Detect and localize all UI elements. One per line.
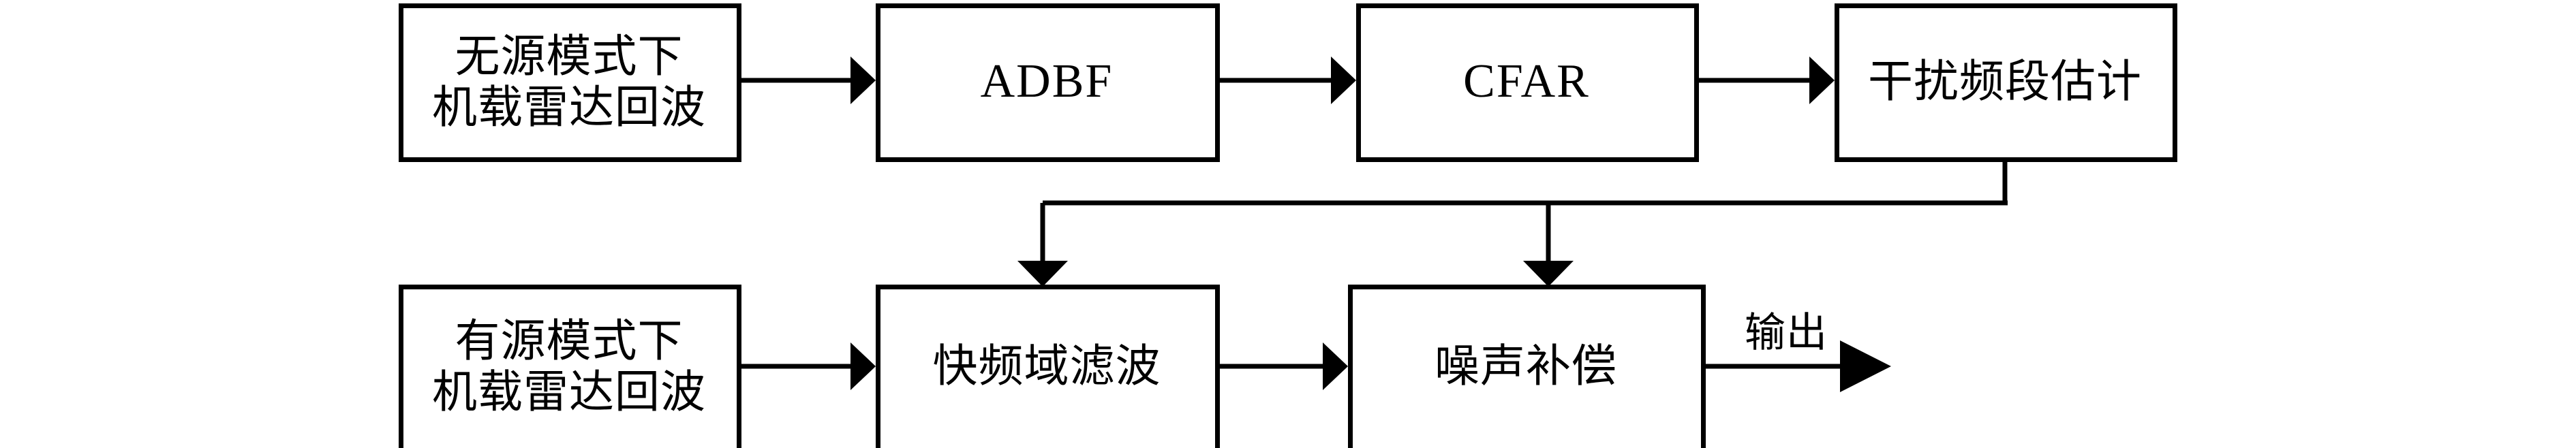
node-box-fast-frequency-domain-filtering[interactable] — [876, 285, 1220, 448]
output-label: 输出 — [1745, 309, 1828, 357]
arrowhead-cfar-to-jamming-band-estimation — [1809, 57, 1835, 104]
arrowhead-bus-to-noise-compensation — [1523, 261, 1574, 287]
node-box-cfar[interactable] — [1356, 3, 1699, 162]
node-box-active-mode-echo[interactable] — [399, 285, 741, 448]
arrowhead-active-echo-to-fast-frequency-filter — [850, 342, 876, 390]
node-box-passive-mode-echo[interactable] — [399, 3, 741, 162]
node-box-noise-compensation[interactable] — [1348, 285, 1706, 448]
arrowhead-fast-frequency-filter-to-noise-compensation — [1323, 342, 1348, 390]
arrowhead-passive-echo-to-adbf — [850, 57, 876, 104]
arrowhead-bus-to-fast-frequency-filter — [1017, 261, 1068, 287]
arrowhead-output — [1840, 340, 1891, 392]
node-box-jamming-band-estimation[interactable] — [1835, 3, 2177, 162]
node-box-adbf[interactable] — [876, 3, 1220, 162]
arrowhead-adbf-to-cfar — [1331, 57, 1356, 104]
